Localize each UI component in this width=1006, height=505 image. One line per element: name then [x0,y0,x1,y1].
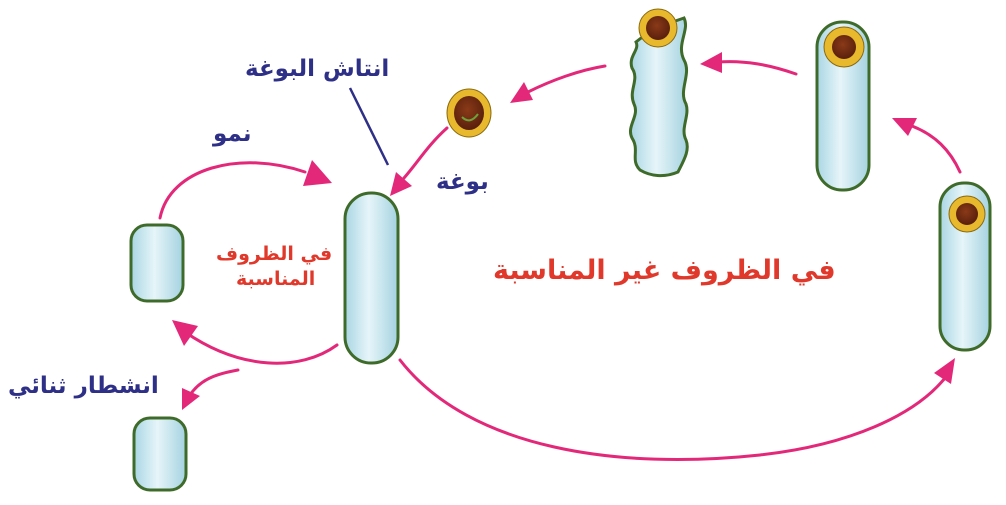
released-spore-core [646,16,670,40]
label-growth: نمو [213,120,251,149]
label-spore: بوغة [436,168,489,197]
small-bacterium-cell-top [131,225,183,301]
endospore-core-top [832,35,856,59]
arrow-curve-fission [190,370,238,395]
label-unfavorable: في الظروف غير المناسبة [493,254,836,288]
arrow-curve-division [185,332,337,363]
endospore-core-right [956,203,978,225]
arrow-curve-release [528,66,605,92]
arrowhead-division [172,320,198,346]
main-bacterium-cell [345,193,398,363]
germination-pointer-line [350,88,388,165]
label-favorable-line1: في الظروف [216,243,332,267]
label-spore-germination: انتاش البوغة [245,55,389,84]
arrow-curve-unfavorable [400,360,945,460]
arrow-curve-growth [160,163,305,218]
small-bacterium-cell-bottom [134,418,186,490]
arrowhead-germination [390,172,412,196]
arrowhead-growth [303,160,332,186]
arrow-curve-sporulation [912,126,960,172]
arrowhead-lysis [700,52,722,73]
free-spore-core [454,96,484,130]
label-binary-fission: انشطار ثنائي [8,372,159,401]
arrow-curve-lysis [718,62,796,74]
label-favorable-line2: المناسبة [236,268,315,292]
